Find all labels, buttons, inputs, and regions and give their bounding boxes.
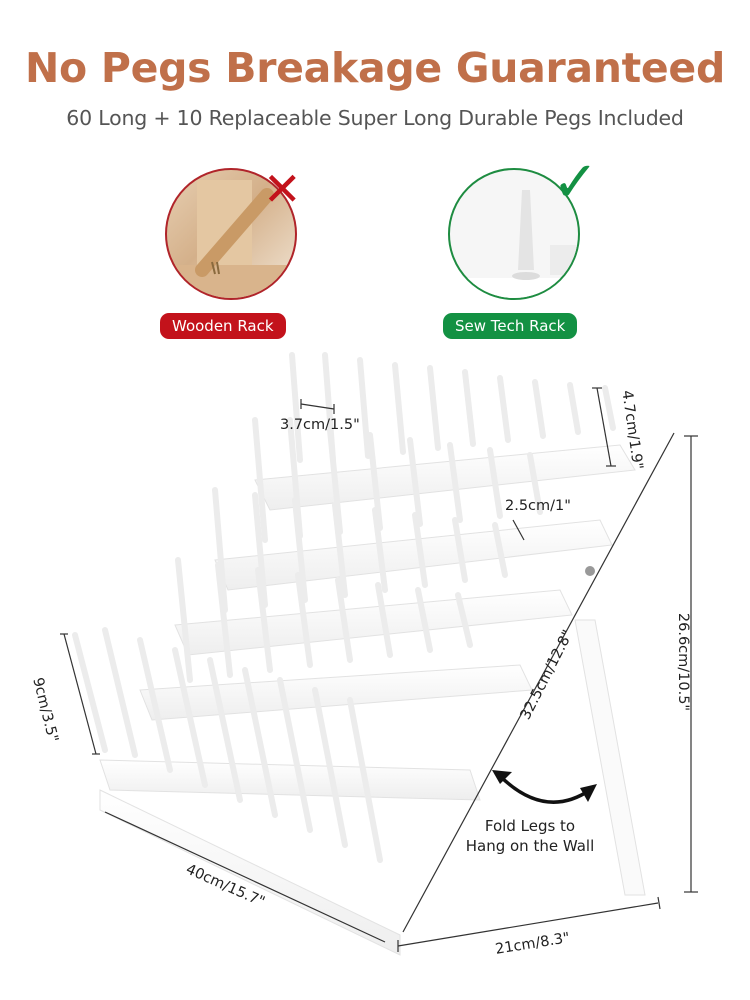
headline: No Pegs Breakage Guaranteed xyxy=(25,44,725,92)
total-height-label: 26.6cm/10.5" xyxy=(675,612,692,712)
wooden-rack-badge: Wooden Rack xyxy=(160,313,286,339)
check-icon: ✓ xyxy=(552,150,599,215)
subheadline: 60 Long + 10 Replaceable Super Long Dura… xyxy=(66,106,684,130)
sew-tech-rack-badge: Sew Tech Rack xyxy=(443,313,578,339)
broken-wooden-peg-icon xyxy=(167,180,295,298)
fold-line-1: Fold Legs to xyxy=(484,817,576,835)
wooden-rack-photo xyxy=(165,168,297,300)
fold-legs-annotation: Fold Legs to Hang on the Wall xyxy=(455,816,605,856)
fold-arrow-icon xyxy=(498,774,591,804)
peg-spacing-label: 3.7cm/1.5" xyxy=(280,417,360,433)
fold-line-2: Hang on the Wall xyxy=(465,837,595,855)
cross-icon: ✕ xyxy=(263,162,302,216)
row-gap-label: 2.5cm/1" xyxy=(505,498,571,514)
sew-tech-rack-photo xyxy=(448,168,580,300)
